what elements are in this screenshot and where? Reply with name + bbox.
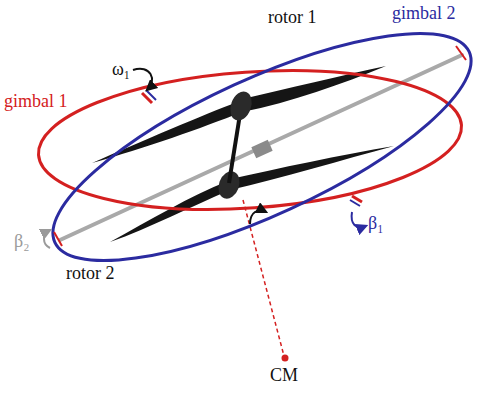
gimbal-ring	[26, 0, 488, 304]
rotation-arrow	[133, 69, 152, 90]
part-name: gimbal 1	[4, 92, 68, 112]
bearing-mark	[54, 46, 466, 246]
bearing-mark	[350, 196, 362, 206]
cm-point	[282, 355, 289, 362]
angle-symbol: β₂	[14, 232, 29, 252]
angle-symbol: β₁	[368, 214, 383, 234]
rotation-arrow	[250, 211, 266, 225]
gimbal-block	[251, 140, 272, 158]
part-name: rotor 2	[66, 264, 115, 284]
rotor-hub	[226, 88, 255, 123]
part-name: gimbal 2	[392, 4, 456, 24]
gimbal-ring	[34, 57, 466, 222]
bearing-mark	[142, 90, 156, 103]
angle-symbol: ω₁	[112, 60, 130, 80]
rotor-blade	[110, 181, 230, 242]
point-name: CM	[270, 366, 298, 386]
part-name: rotor 1	[268, 8, 317, 28]
rotation-arrow	[352, 212, 366, 227]
cm-line	[243, 200, 284, 356]
rotation-arrow	[44, 230, 50, 248]
